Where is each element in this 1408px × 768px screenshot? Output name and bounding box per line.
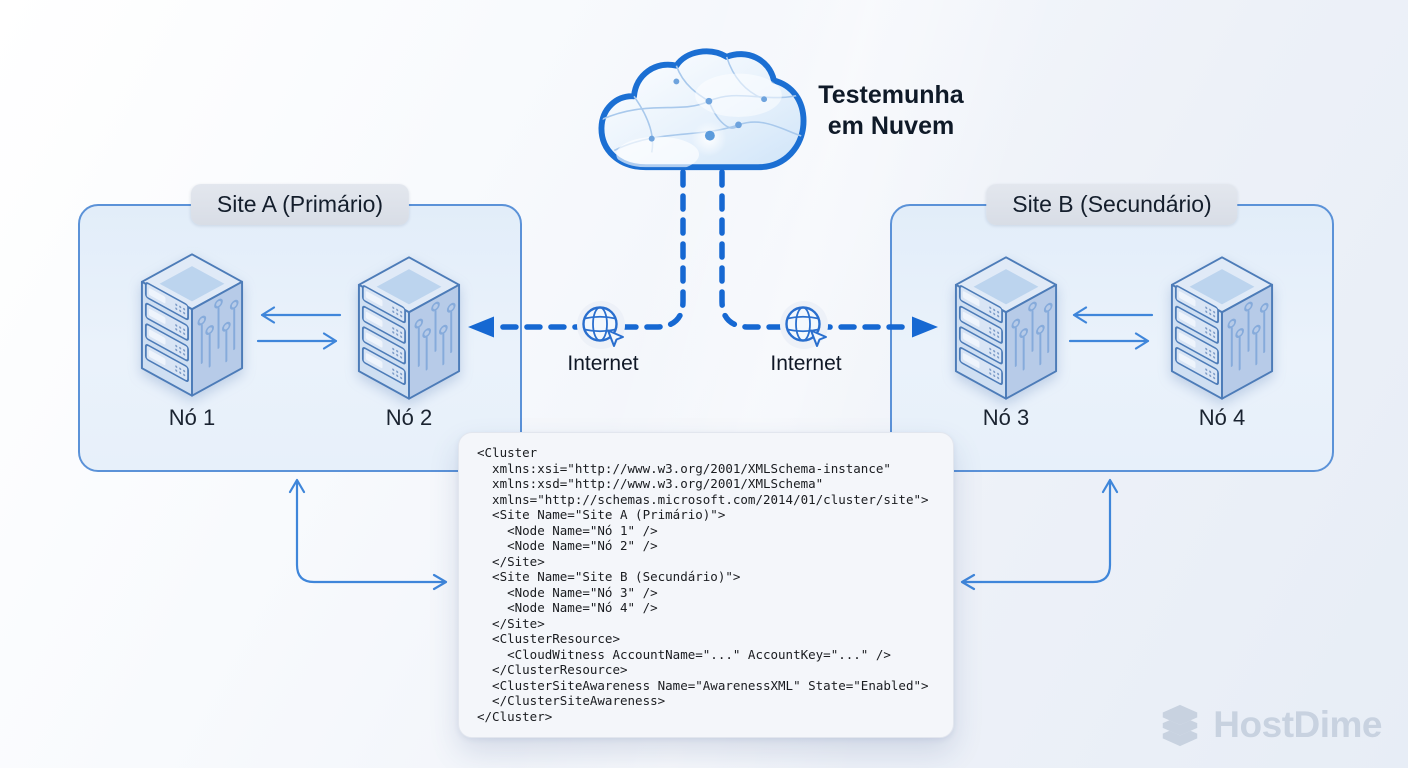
server-icon	[1168, 254, 1276, 402]
site-a-box: Site A (Primário) Nó 1 Nó 2	[78, 184, 522, 472]
internet-label-left: Internet	[567, 352, 639, 375]
hostdime-watermark: HostDime	[1157, 702, 1382, 748]
elbow-arrow-right	[960, 478, 1119, 591]
site-a-title-badge: Site A (Primário)	[190, 184, 410, 225]
node-1-label: Nó 1	[168, 405, 216, 430]
xml-config-code: <Cluster xmlns:xsi="http://www.w3.org/20…	[477, 445, 929, 724]
node-4-label: Nó 4	[1198, 405, 1246, 430]
xml-config-panel: <Cluster xmlns:xsi="http://www.w3.org/20…	[458, 432, 954, 738]
cloud-witness-label: Testemunha em Nuvem	[818, 81, 964, 140]
node-2-label: Nó 2	[385, 405, 433, 430]
node-3-label: Nó 3	[982, 405, 1030, 430]
hostdime-brand-text: HostDime	[1213, 704, 1382, 745]
cloud-icon	[598, 48, 807, 171]
server-icon	[355, 254, 463, 402]
server-icon	[952, 254, 1060, 402]
internet-label-right: Internet	[770, 352, 842, 375]
hostdime-logo-icon	[1163, 704, 1198, 747]
site-b-box: Site B (Secundário) Nó 3 Nó 4	[890, 184, 1334, 472]
server-icon	[138, 251, 246, 399]
globe-icon	[577, 301, 629, 353]
elbow-arrow-left	[288, 478, 448, 591]
site-b-title-badge: Site B (Secundário)	[986, 184, 1238, 225]
globe-icon	[780, 301, 832, 353]
